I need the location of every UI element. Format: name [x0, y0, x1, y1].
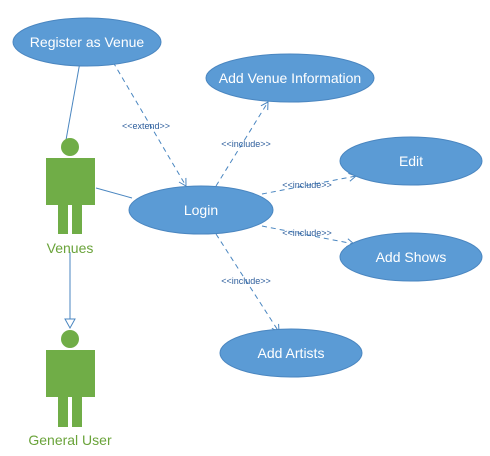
association-line-venues-register — [65, 61, 81, 141]
extend-line — [112, 61, 187, 187]
include-label-edit: <<include>> — [282, 180, 332, 190]
actor-person-icon — [46, 330, 95, 427]
include-label-addshows: <<include>> — [282, 228, 332, 238]
include-line-addshows — [261, 225, 355, 248]
include-line-edit — [261, 172, 357, 195]
use-case-label: Register as Venue — [30, 34, 145, 50]
association-line-venues-login — [95, 187, 133, 199]
use-case-add-shows: Add Shows — [339, 232, 483, 282]
include-line-addinfo — [215, 101, 269, 187]
use-case-label: Add Shows — [376, 249, 447, 265]
actor-label: General User — [28, 432, 112, 448]
actor-label: Venues — [47, 240, 94, 256]
include-line-addartists — [215, 233, 280, 333]
include-label-addinfo: <<include>> — [221, 139, 271, 149]
use-case-label: Edit — [399, 153, 423, 169]
extend-label: <<extend>> — [122, 121, 170, 131]
actor-person-icon — [46, 138, 95, 234]
actor-venues: Venues — [46, 138, 95, 256]
use-case-label: Login — [184, 202, 218, 218]
use-case-register: Register as Venue — [12, 17, 162, 67]
use-case-label: Add Venue Information — [219, 70, 361, 86]
use-case-label: Add Artists — [258, 345, 325, 361]
use-case-login: Login — [128, 185, 274, 235]
include-label-addartists: <<include>> — [221, 276, 271, 286]
use-case-edit: Edit — [339, 136, 483, 186]
actor-general-user: General User — [28, 330, 112, 448]
use-case-add-artists: Add Artists — [219, 328, 363, 378]
use-case-add-venue-information: Add Venue Information — [205, 53, 375, 103]
